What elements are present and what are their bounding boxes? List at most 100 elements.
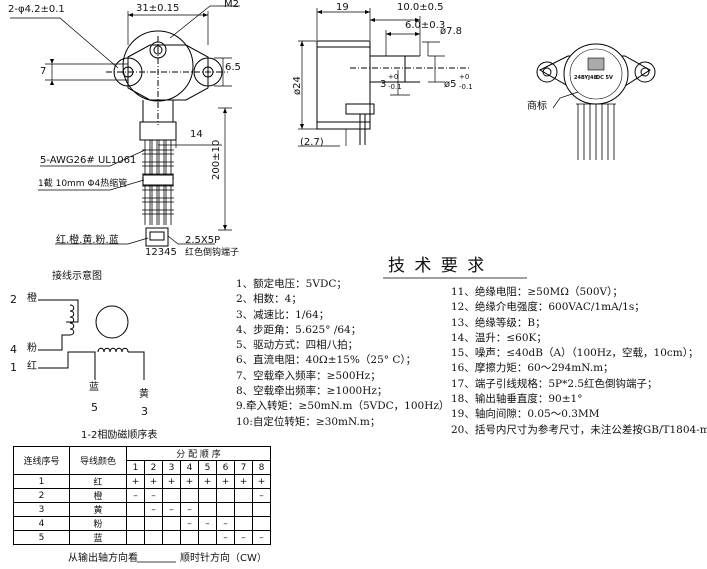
seq-cell (126, 502, 145, 517)
dim-200: 200±10 (211, 139, 222, 180)
step-header: 3 (162, 460, 181, 475)
wire-3-color: 黄 (139, 389, 149, 400)
spec-item: 5、驱动方式：四相八拍； (236, 339, 359, 352)
dim-2-7: (2.7) (300, 137, 324, 148)
lead-number: 2 (13, 488, 70, 503)
seq-cell: – (180, 516, 199, 531)
screw-label: M2 (224, 0, 239, 10)
seq-cell: – (252, 488, 271, 503)
lead-color: 红 (69, 474, 127, 489)
hole-dim: 2-φ4.2±0.1 (8, 4, 65, 15)
spec-item: 6、直流电阻：40Ω±15%（25° C）； (236, 354, 417, 367)
seq-cell (162, 516, 181, 531)
dim-5: ø5 (444, 79, 457, 90)
label-model: 24BYJ48 (574, 75, 597, 81)
step-header: 4 (180, 460, 199, 475)
dim-6: 6.0±0.3 (405, 20, 446, 31)
wire-4-color: 粉 (27, 343, 37, 354)
seq-cell (198, 530, 217, 545)
table-row: 1 红 + + + + + + + + (13, 474, 271, 489)
spec-item: 7、空载牵入频率：≥500Hz； (236, 369, 381, 382)
seq-cell (234, 516, 253, 531)
dim-7-8: ø7.8 (440, 26, 463, 37)
seq-cell (126, 530, 145, 545)
step-header: 8 (252, 460, 271, 475)
dim-5-tol-plus: +0 (459, 73, 470, 81)
table-row: 4 粉 – – – (13, 516, 271, 531)
seq-cell: + (252, 474, 271, 489)
wire-colors: 红.橙.黄.粉.蓝 (56, 235, 119, 246)
seq-cell (252, 502, 271, 517)
wire-5-num: 5 (91, 401, 98, 414)
seq-cell (144, 516, 163, 531)
front-view (10, 5, 240, 247)
wire-1-color: 红 (27, 361, 37, 372)
seq-cell (180, 530, 199, 545)
direction-cw: 顺时针方向（CW） (180, 553, 267, 564)
dim-3-tol-plus: +0 (388, 73, 399, 81)
step-header: 6 (216, 460, 235, 475)
tech-right-list: 11、绝缘电阻：≥50MΩ（500V）； 12、绝缘介电强度：600VAC/1m… (451, 287, 707, 440)
lead-number: 3 (13, 502, 70, 517)
lead-color: 黄 (69, 502, 127, 517)
direction-from: 从输出轴方向看 (68, 553, 138, 564)
seq-cell: + (162, 474, 181, 489)
sleeve-spec: 1截 10mm Φ4热缩管 (38, 179, 128, 189)
wire-2-num: 2 (10, 293, 17, 306)
lead-number: 4 (13, 516, 70, 531)
spec-item: 13、绝缘等级：B； (451, 316, 546, 329)
spec-item: 2、相数：4； (236, 293, 302, 306)
col-seq-header: 分 配 顺 序 (126, 446, 271, 461)
lead-color: 橙 (69, 488, 127, 503)
spec-item: 14、温升：≤60K； (451, 331, 547, 344)
lead-color: 粉 (69, 516, 127, 531)
spec-item: 16、摩擦力矩：60～294mN.m； (451, 362, 614, 375)
seq-cell: – (216, 516, 235, 531)
dim-14: 14 (190, 129, 203, 140)
step-header: 7 (234, 460, 253, 475)
seq-cell: + (144, 474, 163, 489)
side-view (298, 8, 470, 147)
label-voltage: DC 5V (596, 75, 613, 81)
spec-item: 15、噪声：≤40dB（A）（100Hz，空载，10cm）； (451, 347, 699, 360)
spec-item: 19、轴向间隙：0.05〜0.3MM (451, 408, 600, 421)
seq-cell (126, 516, 145, 531)
seq-cell (198, 488, 217, 503)
wiring-diagram (38, 299, 145, 380)
seq-cell: + (198, 474, 217, 489)
seq-cell (216, 502, 235, 517)
table-row: 3 黄 – – – (13, 502, 271, 517)
spec-item: 4、步距角：5.625° /64； (236, 323, 362, 336)
dim-24: ø24 (292, 76, 303, 95)
lead-color: 蓝 (69, 530, 127, 545)
iso-view (536, 43, 656, 160)
dim-5-tol-minus: -0.1 (459, 83, 473, 91)
lead-number: 5 (13, 530, 70, 545)
seq-cell (180, 488, 199, 503)
dim-6-5: 6.5 (225, 62, 241, 73)
wire-5-color: 蓝 (89, 382, 99, 393)
seq-cell: – (162, 502, 181, 517)
seq-cell (162, 530, 181, 545)
step-header: 1 (126, 460, 145, 475)
spec-item: 20、括号内尺寸为参考尺寸，未注公差按GB/T1804-m级。 (451, 423, 707, 436)
wire-1-num: 1 (10, 361, 17, 374)
col-color-header: 导线颜色 (69, 446, 127, 475)
spec-item: 11、绝缘电阻：≥50MΩ（500V）； (451, 286, 623, 298)
seq-cell: – (216, 530, 235, 545)
tech-left-list: 1、额定电压：5VDC； 2、相数：4； 3、减速比：1/64； 4、步距角：5… (236, 279, 449, 432)
seq-cell: + (234, 474, 253, 489)
seq-cell: + (126, 474, 145, 489)
wire-3-num: 3 (141, 405, 148, 418)
brand-label: 商标 (527, 101, 547, 112)
seq-cell: – (144, 502, 163, 517)
seq-cell: – (180, 502, 199, 517)
spec-item: 1、额定电压：5VDC； (236, 278, 347, 290)
seq-cell: – (198, 516, 217, 531)
connector-type: 红色倒钩端子 (185, 248, 240, 258)
seq-cell: – (144, 488, 163, 503)
seq-cell (252, 516, 271, 531)
step-header: 5 (198, 460, 217, 475)
spec-item: 17、端子引线规格：5P*2.5红色倒钩端子； (451, 377, 658, 390)
